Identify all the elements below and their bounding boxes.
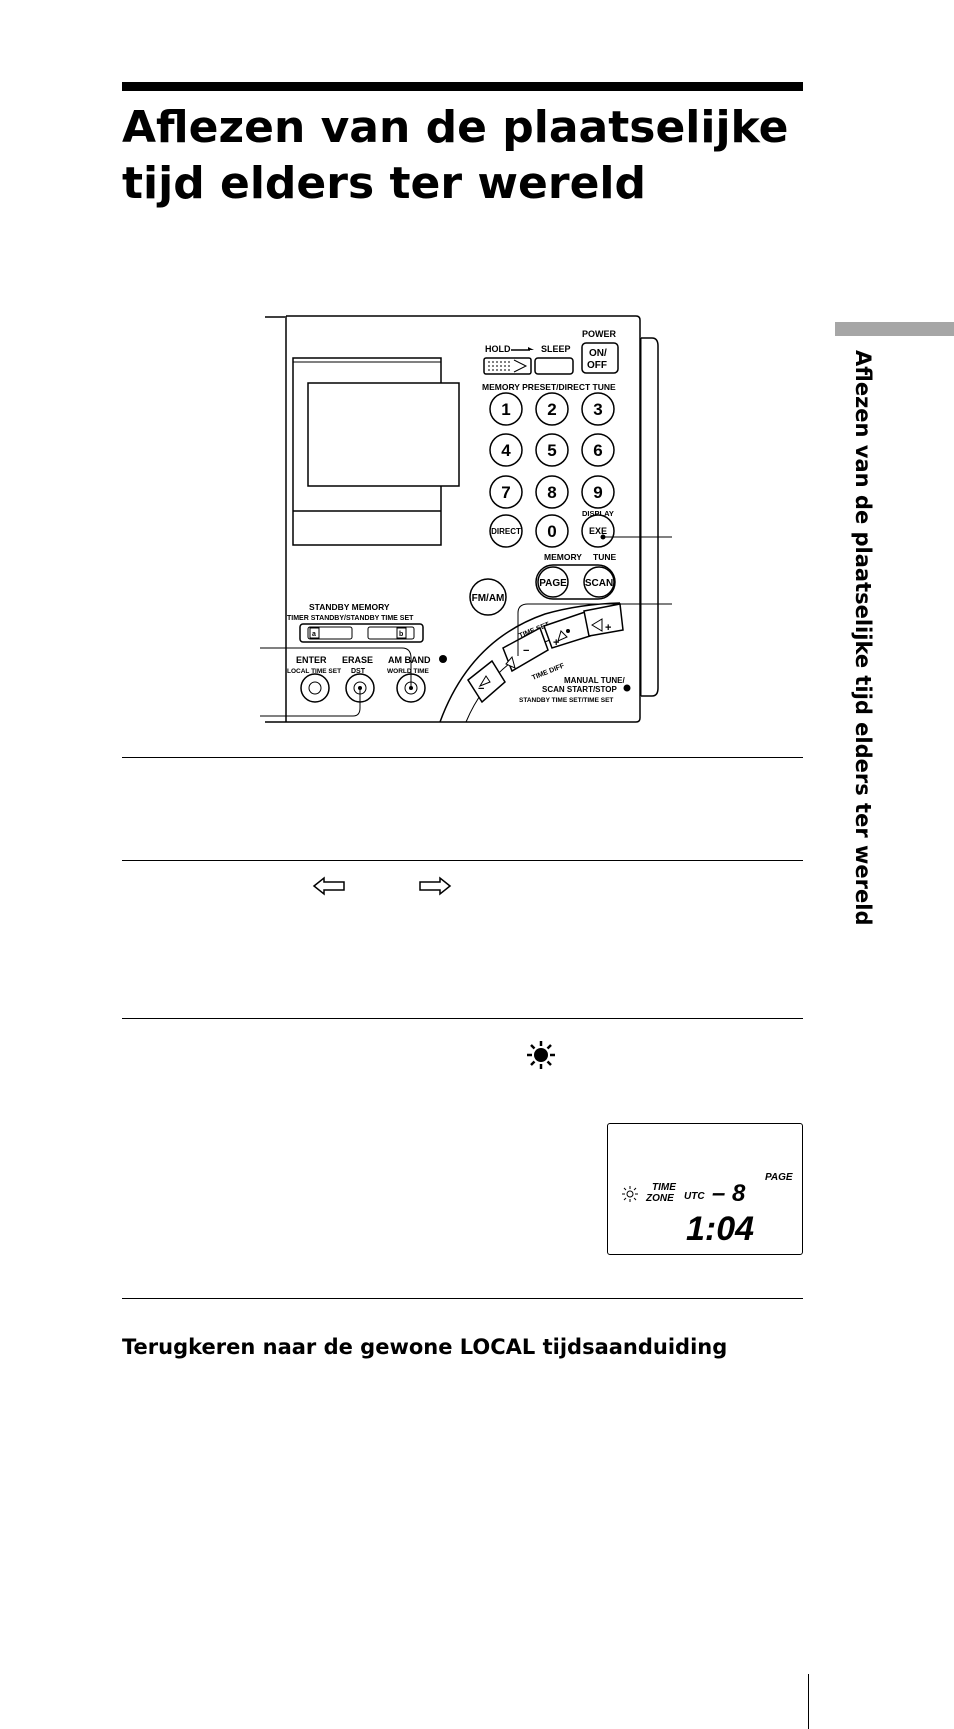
page-scan-buttons: PAGE SCAN — [535, 564, 616, 600]
key-2[interactable]: 2 — [535, 392, 569, 426]
key-6[interactable]: 6 — [581, 433, 615, 467]
svg-text:SCAN: SCAN — [585, 578, 613, 589]
am-band-label: AM BAND — [388, 655, 431, 665]
section-heading: Terugkeren naar de gewone LOCAL tijdsaan… — [122, 1335, 728, 1359]
slot-b-label: b — [399, 631, 403, 638]
tune-down-icon — [478, 675, 491, 688]
display-label: DISPLAY — [582, 509, 614, 518]
svg-text:4: 4 — [501, 441, 511, 460]
svg-text:0: 0 — [547, 522, 556, 541]
key-3[interactable]: 3 — [581, 392, 615, 426]
on-label: ON/ — [589, 348, 607, 359]
slot-a-label: a — [312, 631, 316, 638]
svg-text:DIRECT: DIRECT — [491, 527, 521, 536]
hold-label: HOLD — [485, 344, 511, 354]
standby-time-set-label: STANDBY TIME SET/TIME SET — [519, 697, 613, 704]
erase-label: ERASE — [342, 655, 373, 665]
enter-label: ENTER — [296, 655, 327, 665]
title-line-1: Aflezen van de plaatselijke — [122, 102, 789, 153]
sleep-label: SLEEP — [541, 344, 571, 354]
key-7[interactable]: 7 — [489, 475, 523, 509]
svg-text:PAGE: PAGE — [539, 578, 567, 589]
manual-tune-label: MANUAL TUNE/ — [564, 676, 626, 685]
scan-start-stop-label: SCAN START/STOP — [542, 685, 617, 694]
key-8[interactable]: 8 — [535, 475, 569, 509]
world-time-label: WORLD TIME — [387, 668, 430, 675]
fm-am-button[interactable]: FM/AM — [469, 578, 507, 616]
title-line-2: tijd elders ter wereld — [122, 158, 646, 209]
lcd-time-label: TIME — [652, 1182, 676, 1193]
tune-up-button[interactable]: + — [583, 603, 624, 637]
tune-up-icon — [591, 618, 603, 632]
svg-text:3: 3 — [593, 400, 602, 419]
page-title: Aflezen van de plaatselijke tijd elders … — [122, 100, 842, 212]
dst-label: DST — [351, 668, 366, 675]
tune-label: TUNE — [593, 552, 616, 562]
svg-text:EXE: EXE — [589, 526, 607, 536]
exe-button[interactable]: EXE — [581, 514, 615, 548]
left-arrow-icon — [312, 876, 345, 896]
time-plus-icon — [557, 630, 568, 642]
divider-3 — [122, 1018, 803, 1019]
divider-1 — [122, 757, 803, 758]
scan-dot — [623, 684, 631, 692]
key-5[interactable]: 5 — [535, 433, 569, 467]
memory-label: MEMORY — [544, 552, 582, 562]
divider-2 — [122, 860, 803, 861]
sleep-button[interactable]: SLEEP — [534, 344, 574, 375]
key-9[interactable]: 9 — [581, 475, 615, 509]
sun-icon — [527, 1041, 555, 1069]
svg-text:1: 1 — [501, 400, 510, 419]
lcd-page-label: PAGE — [765, 1172, 793, 1183]
lcd-time: 1:04 — [686, 1210, 754, 1248]
page-edge-mark — [808, 1674, 809, 1729]
key-0[interactable]: 0 — [535, 514, 569, 548]
standby-memory-slots[interactable]: a b — [299, 623, 424, 643]
am-band-dot — [439, 655, 447, 663]
local-time-set-label: LOCAL TIME SET — [287, 668, 341, 675]
lcd-display: TIME ZONE UTC – 8 PAGE 1:04 — [607, 1123, 803, 1255]
svg-text:−: − — [478, 683, 484, 695]
key-1[interactable]: 1 — [489, 392, 523, 426]
svg-text:2: 2 — [547, 400, 556, 419]
enter-button[interactable] — [300, 673, 330, 703]
divider-4 — [122, 1298, 803, 1299]
memory-preset-label: MEMORY PRESET/DIRECT TUNE — [482, 382, 616, 392]
svg-text:9: 9 — [593, 483, 602, 502]
lcd-sun-icon — [622, 1186, 638, 1202]
keypad: 1 2 3 4 5 6 7 8 9 DIRECT 0 DISPLAY EXE — [489, 392, 615, 548]
svg-text:FM/AM: FM/AM — [472, 593, 505, 604]
lcd-offset: – 8 — [712, 1180, 746, 1207]
radio-diagram: HOLD SLEEP POWER ON/ OFF MEMORY PRESET/D… — [260, 315, 672, 723]
svg-text:−: − — [523, 645, 529, 657]
lcd-zone-label: ZONE — [645, 1193, 674, 1204]
hold-switch[interactable]: HOLD — [483, 344, 534, 375]
svg-text:8: 8 — [547, 483, 556, 502]
scan-button[interactable]: SCAN — [583, 566, 615, 598]
svg-text:+: + — [605, 622, 611, 634]
key-4[interactable]: 4 — [489, 433, 523, 467]
off-label: OFF — [587, 360, 607, 371]
standby-memory-label: STANDBY MEMORY — [309, 602, 390, 612]
svg-text:+: + — [553, 637, 559, 649]
right-arrow-icon — [419, 876, 452, 896]
svg-text:7: 7 — [501, 483, 510, 502]
lcd-utc-label: UTC — [684, 1191, 705, 1202]
display-window — [292, 357, 460, 546]
side-tab-bar — [835, 322, 954, 336]
direct-button[interactable]: DIRECT — [489, 514, 523, 548]
power-label: POWER — [582, 329, 617, 339]
power-button[interactable]: POWER ON/ OFF — [581, 329, 619, 374]
title-rule — [122, 82, 803, 91]
svg-text:5: 5 — [547, 441, 556, 460]
timer-standby-label: TIMER STANDBY/STANDBY TIME SET — [287, 615, 414, 622]
side-title: Aflezen van de plaatselijke tijd elders … — [846, 350, 880, 926]
page-button[interactable]: PAGE — [537, 566, 569, 598]
side-title-text: Aflezen van de plaatselijke tijd elders … — [851, 350, 875, 926]
time-minus-icon — [505, 655, 516, 669]
svg-text:6: 6 — [593, 441, 602, 460]
